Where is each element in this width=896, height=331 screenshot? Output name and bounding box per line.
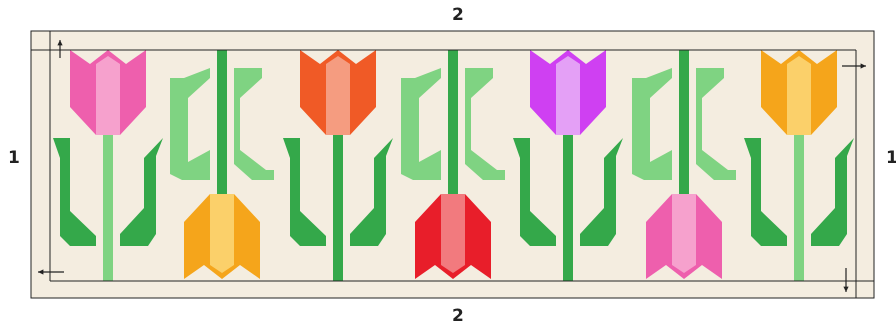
right-leaf: [350, 138, 393, 246]
right-leaf: [234, 68, 274, 180]
tulip-stem: [679, 50, 689, 196]
arrow-up-head: [57, 40, 63, 46]
leaf-pair: [513, 138, 623, 246]
tulip-stem: [333, 135, 343, 281]
leaf-pair: [283, 138, 393, 246]
tulip-stem: [448, 50, 458, 196]
left-leaf: [53, 138, 96, 246]
border-frame: [31, 31, 874, 298]
tulip-stem: [217, 50, 227, 196]
tulip-flower: [70, 50, 146, 135]
right-leaf: [696, 68, 736, 180]
left-leaf: [170, 68, 210, 180]
leaf-pair: [170, 68, 274, 180]
tulip-flower: [184, 194, 260, 279]
tulip-stem: [794, 135, 804, 281]
center-petal: [672, 194, 696, 273]
left-leaf: [513, 138, 556, 246]
tulip-flower: [646, 194, 722, 279]
left-leaf: [401, 68, 441, 180]
arrow-down-head: [843, 286, 849, 292]
center-petal: [556, 56, 580, 135]
right-leaf: [811, 138, 854, 246]
leaf-pair: [53, 138, 163, 246]
leaf-pair: [744, 138, 854, 246]
center-petal: [326, 56, 350, 135]
center-petal: [441, 194, 465, 273]
right-leaf: [465, 68, 505, 180]
center-petal: [787, 56, 811, 135]
tulip-flower: [761, 50, 837, 135]
bottom-border-label: 2: [452, 306, 464, 326]
arrow-right-head: [860, 63, 866, 69]
tulip-stem: [563, 135, 573, 281]
tulip-flower: [415, 194, 491, 279]
center-petal: [210, 194, 234, 273]
left-border-label: 1: [8, 148, 20, 168]
right-leaf: [580, 138, 623, 246]
left-leaf: [744, 138, 787, 246]
tulip-flower: [300, 50, 376, 135]
right-border-label: 1: [886, 148, 896, 168]
left-leaf: [283, 138, 326, 246]
arrow-left-head: [38, 269, 44, 275]
right-leaf: [120, 138, 163, 246]
left-leaf: [632, 68, 672, 180]
top-border-label: 2: [452, 5, 464, 25]
tulip-flower: [530, 50, 606, 135]
tulip-blocks: [53, 50, 854, 281]
center-petal: [96, 56, 120, 135]
leaf-pair: [632, 68, 736, 180]
leaf-pair: [401, 68, 505, 180]
tulip-stem: [103, 135, 113, 281]
